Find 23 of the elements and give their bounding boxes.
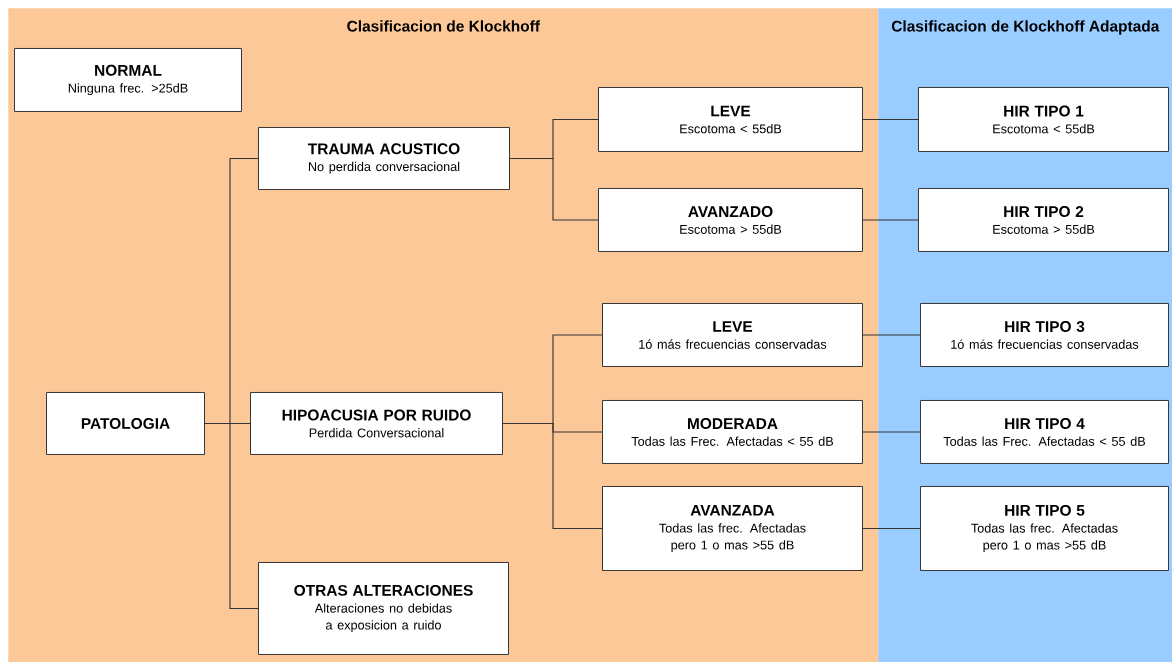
category-box: TRAUMA ACUSTICO No perdida conversacional xyxy=(258,127,510,190)
connector-line xyxy=(204,422,259,610)
category-box: HIR TIPO 5 Todas las frec. Afectadas pero 1 o mas >55 dB xyxy=(920,486,1169,571)
category-box: HIR TIPO 2 Escotoma > 55dB xyxy=(918,188,1169,252)
connector-line xyxy=(502,422,603,530)
category-box: NORMAL Ninguna frec. >25dB xyxy=(14,48,242,112)
category-box: HIR TIPO 4 Todas las Frec. Afectadas < 55 dB xyxy=(920,400,1169,464)
category-box: HIPOACUSIA POR RUIDO Perdida Conversacional xyxy=(250,392,503,455)
category-box: OTRAS ALTERACIONES Alteraciones no debidas a exposicion a ruido xyxy=(258,562,509,655)
category-box: AVANZADA Todas las frec. Afectadas pero 1 o mas >55 dB xyxy=(602,486,863,571)
category-box: LEVE Escotoma < 55dB xyxy=(598,87,863,152)
connector-line xyxy=(862,334,921,336)
connector-line xyxy=(862,219,919,221)
category-box: MODERADA Todas las Frec. Afectadas < 55 dB xyxy=(602,400,863,464)
category-box: HIR TIPO 1 Escotoma < 55dB xyxy=(918,87,1169,152)
connector-line xyxy=(862,118,919,121)
category-box: PATOLOGIA xyxy=(46,392,205,455)
connector-line xyxy=(862,431,921,433)
category-box: AVANZADO Escotoma > 55dB xyxy=(598,188,863,252)
category-box: HIR TIPO 3 1ó más frecuencias conservadas xyxy=(920,303,1169,367)
category-box: LEVE 1ó más frecuencias conservadas xyxy=(602,303,863,367)
connector-line xyxy=(862,527,921,530)
connector-line xyxy=(509,157,599,221)
